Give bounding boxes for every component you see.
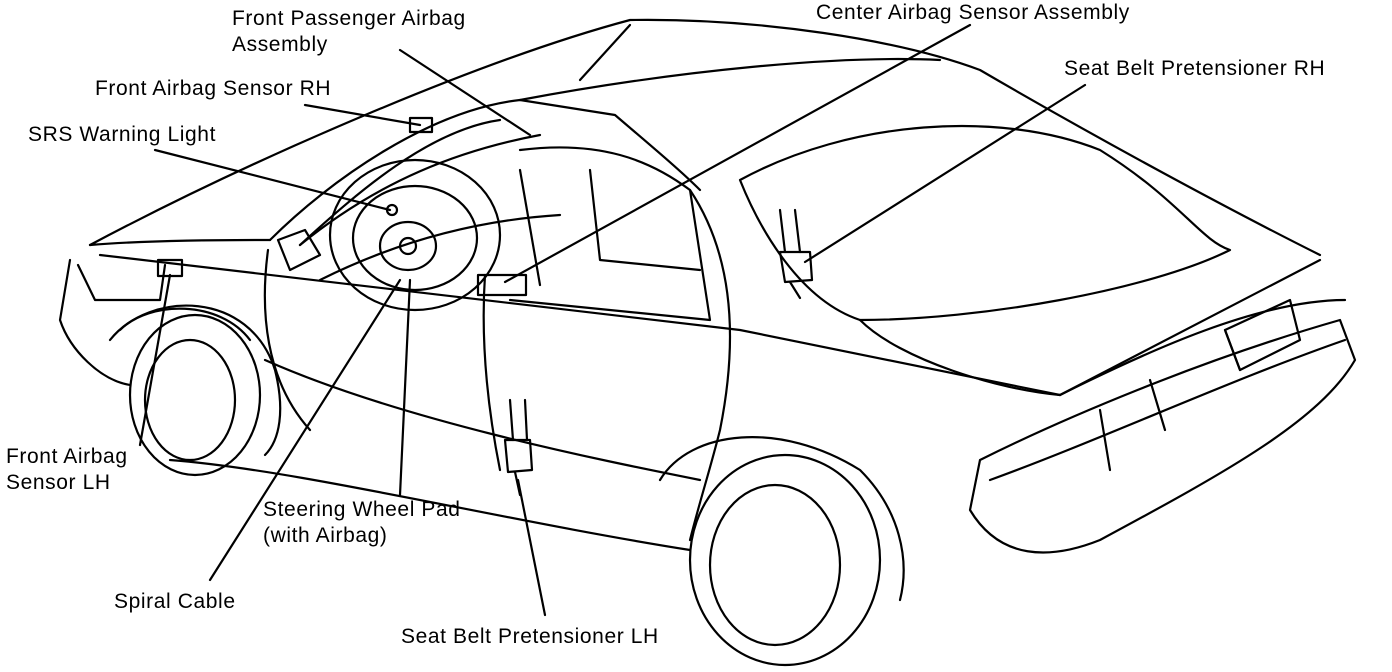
- door-window-frame: [508, 146, 712, 322]
- license-recess: [1223, 298, 1302, 372]
- label-line: Assembly: [232, 33, 328, 56]
- steering-wheel-inner: [351, 184, 479, 292]
- leader-steering-wheel-pad: [398, 278, 412, 497]
- rear-panel: [968, 318, 1357, 554]
- label-line: Steering Wheel Pad: [263, 498, 461, 521]
- door-front-edge: [263, 248, 312, 432]
- side-sill: [263, 358, 702, 482]
- side-belt-line: [98, 253, 1062, 397]
- front-fender: [118, 307, 252, 342]
- front-bumper: [58, 258, 132, 387]
- steering-pad: [378, 220, 438, 272]
- tail-light-line-2: [1148, 378, 1167, 432]
- trunk-edge: [1058, 298, 1347, 397]
- label-line: Front Passenger Airbag: [232, 7, 466, 30]
- dash-line-1: [298, 133, 542, 247]
- front-wheel-inner: [143, 338, 237, 462]
- leader-center-airbag-sensor: [503, 23, 972, 284]
- mirror: [276, 228, 322, 272]
- label-seat-belt-pretensioner-lh: Seat Belt Pretensioner LH: [401, 624, 659, 650]
- rear-lower-line: [988, 338, 1347, 482]
- rear-wheel: [688, 453, 882, 667]
- label-line: SRS Warning Light: [28, 123, 217, 146]
- label-center-airbag-sensor: Center Airbag Sensor Assembly: [816, 0, 1130, 26]
- label-spiral-cable: Spiral Cable: [114, 589, 236, 615]
- roof-inner-line: [518, 57, 942, 102]
- seat-back: [588, 168, 702, 272]
- label-front-airbag-sensor-lh: Front Airbag Sensor LH: [6, 444, 128, 496]
- pretensioner-rh-belt: [778, 208, 802, 254]
- label-line: Front Airbag Sensor RH: [95, 77, 332, 100]
- leader-seat-belt-pretensioner-rh: [803, 83, 1087, 264]
- center-sensor-body: [476, 273, 528, 297]
- label-front-passenger-airbag: Front Passenger Airbag Assembly: [232, 6, 466, 58]
- label-srs-warning-light: SRS Warning Light: [28, 122, 216, 148]
- label-front-airbag-sensor-rh: Front Airbag Sensor RH: [95, 76, 331, 102]
- hood-line: [88, 238, 272, 247]
- label-line: Spiral Cable: [114, 590, 236, 613]
- rear-wheel-inner: [708, 483, 842, 647]
- rear-wheel-arch: [658, 436, 905, 602]
- front-sensor-rh-body: [408, 116, 434, 134]
- label-line: Seat Belt Pretensioner RH: [1064, 57, 1326, 80]
- steering-wheel-rim: [328, 158, 502, 312]
- label-line: (with Airbag): [263, 524, 388, 547]
- headlight: [76, 263, 167, 302]
- roof-outline: [88, 18, 1322, 257]
- b-pillar: [482, 273, 502, 472]
- label-line: Sensor LH: [6, 471, 111, 494]
- pretensioner-lh-belt: [508, 398, 529, 442]
- trunk-lid: [858, 258, 1322, 397]
- side-lower: [168, 458, 692, 552]
- label-line: Front Airbag: [6, 445, 128, 468]
- tail-light-line-1: [1098, 408, 1112, 472]
- door-rear-edge: [688, 188, 732, 542]
- label-line: Center Airbag Sensor Assembly: [816, 1, 1130, 24]
- leader-srs-warning-light: [153, 148, 392, 212]
- front-wheel: [128, 313, 262, 477]
- label-steering-wheel-pad: Steering Wheel Pad (with Airbag): [263, 497, 461, 549]
- windshield-line: [298, 118, 502, 247]
- a-pillar: [578, 23, 632, 82]
- dash-line-2: [318, 213, 562, 282]
- leader-spiral-cable: [208, 278, 402, 582]
- front-wheel-arch: [108, 304, 282, 457]
- rear-window: [738, 124, 1232, 322]
- label-seat-belt-pretensioner-rh: Seat Belt Pretensioner RH: [1064, 56, 1325, 82]
- leader-front-airbag-sensor-rh: [303, 103, 422, 127]
- leader-seat-belt-pretensioner-lh: [516, 478, 547, 617]
- leader-front-airbag-sensor-lh: [138, 273, 172, 447]
- leader-front-passenger-airbag: [398, 48, 532, 137]
- seat-belt-rail: [518, 168, 542, 287]
- label-line: Seat Belt Pretensioner LH: [401, 625, 659, 648]
